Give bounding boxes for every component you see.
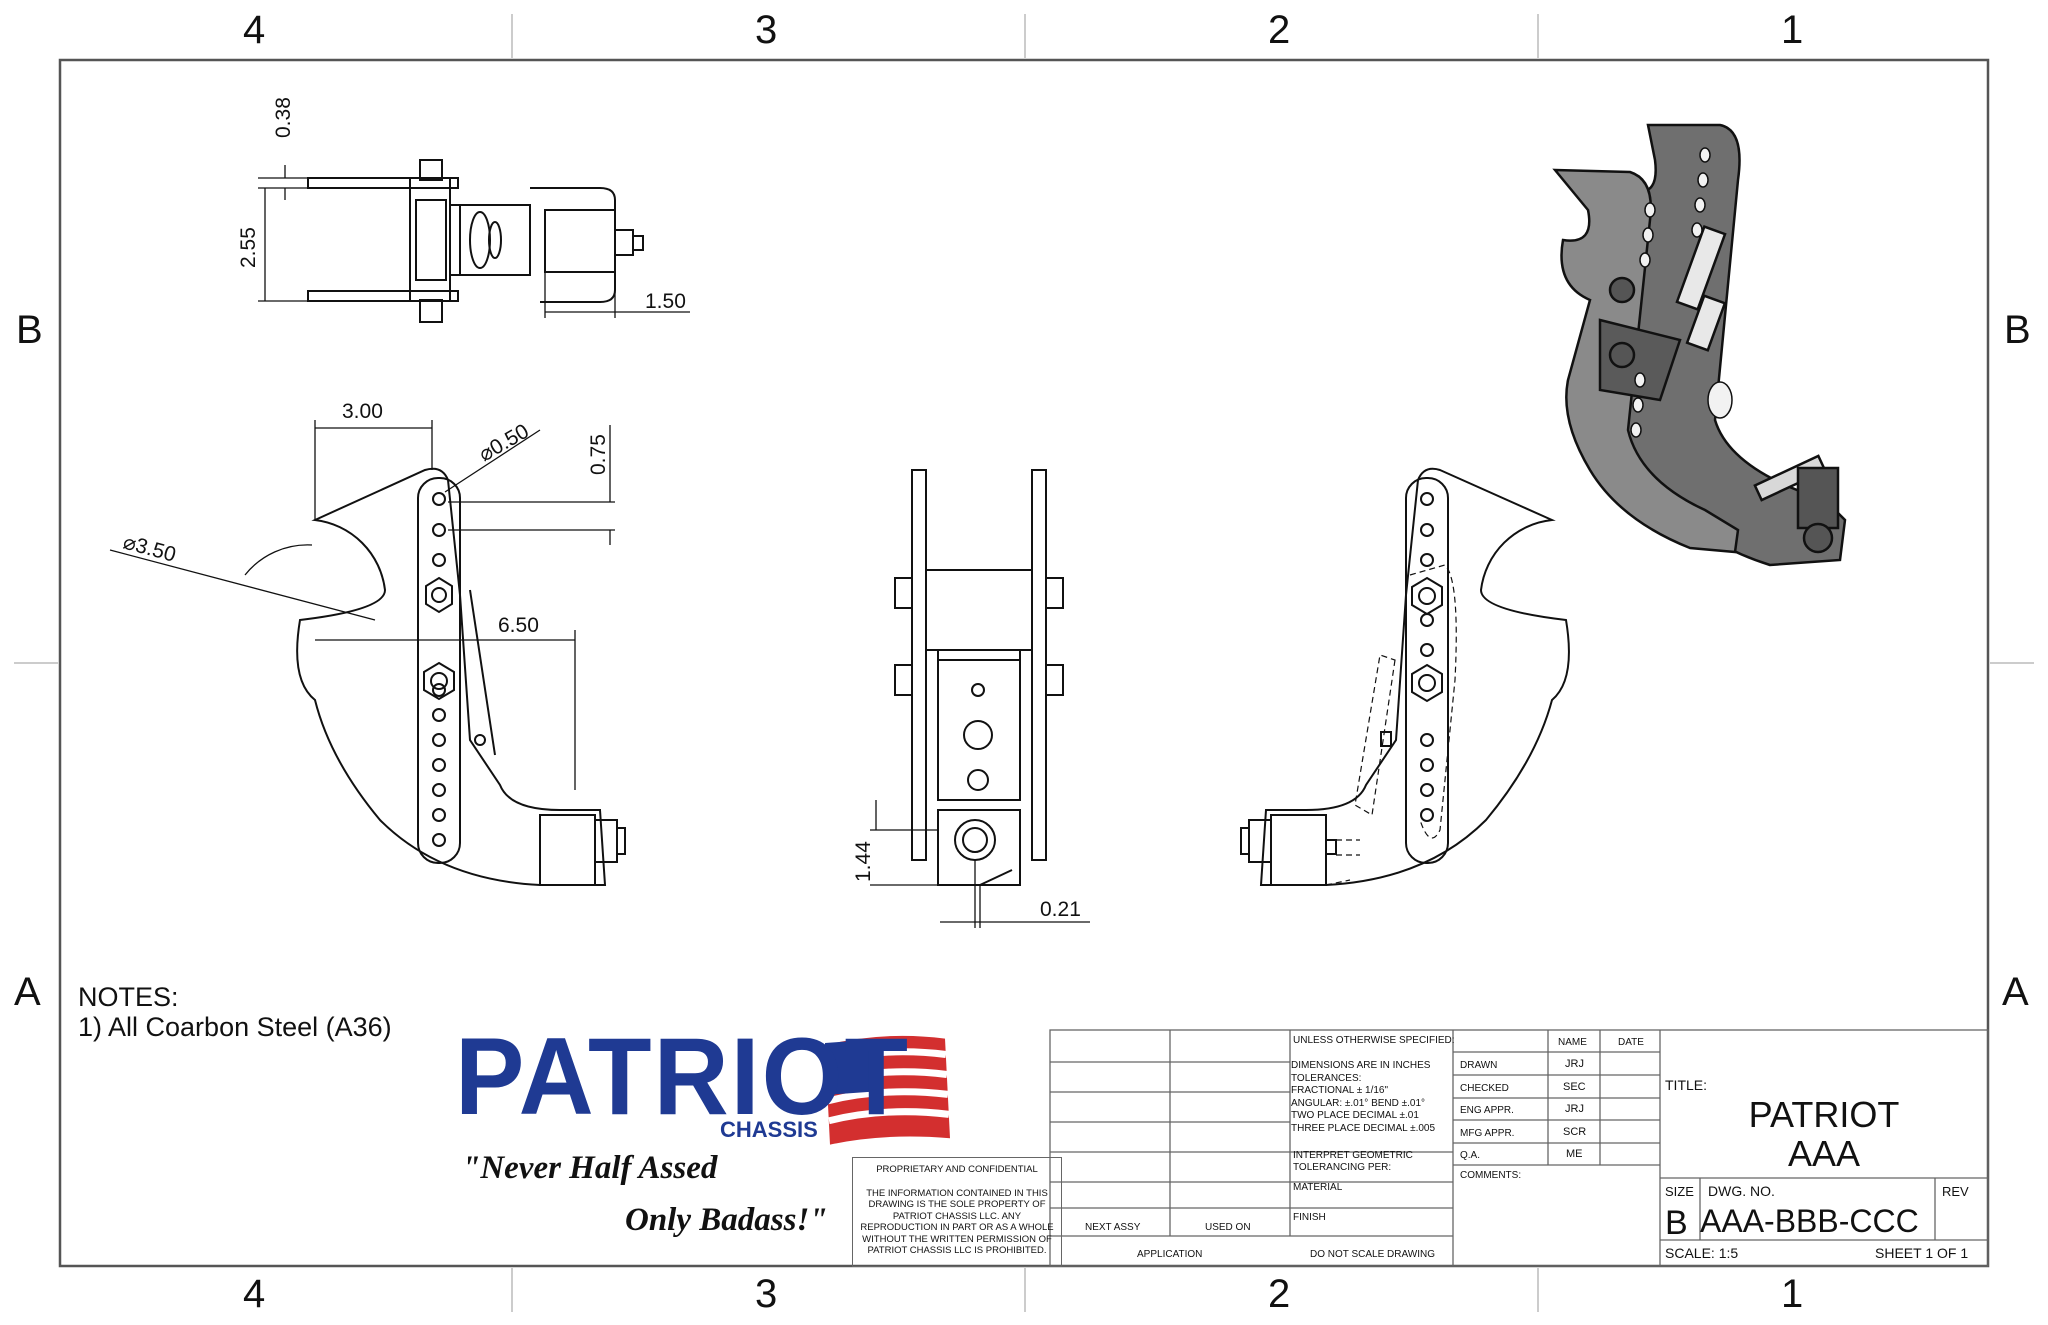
side-view-right: [1240, 467, 1570, 886]
dim-dia-3-50: ⌀3.50: [121, 531, 179, 567]
notes-heading: NOTES:: [78, 982, 179, 1012]
tb-finish: FINISH: [1293, 1212, 1326, 1223]
tb-row-name-eng: JRJ: [1565, 1103, 1584, 1115]
tb-next-assy: NEXT ASSY: [1085, 1222, 1141, 1233]
tb-title-line2: AAA: [1788, 1133, 1860, 1174]
tol-line-2: TOLERANCES:: [1291, 1072, 1362, 1084]
tolerances: DIMENSIONS ARE IN INCHES TOLERANCES: FRA…: [1291, 1060, 1435, 1135]
tol-line-3: FRACTIONAL ± 1/16": [1291, 1085, 1389, 1096]
tb-interpret-1: INTERPRET GEOMETRIC: [1293, 1150, 1413, 1161]
dim-0-38: 0.38: [272, 97, 295, 138]
dim-0-75: 0.75: [587, 434, 610, 475]
tb-row-name-drawn: JRJ: [1565, 1058, 1584, 1070]
dim-dia-0-50: ⌀0.50: [475, 420, 533, 467]
front-view-dim-lines: [870, 800, 1090, 928]
tb-row-label-checked: CHECKED: [1460, 1083, 1509, 1094]
logo-sub: CHASSIS: [720, 1117, 818, 1142]
tb-scale: SCALE: 1:5: [1665, 1245, 1738, 1261]
tb-row-name-checked: SEC: [1563, 1081, 1586, 1093]
tb-sheet: SHEET 1 OF 1: [1875, 1245, 1968, 1261]
dim-2-55: 2.55: [237, 227, 260, 268]
dim-3-00: 3.00: [342, 400, 383, 423]
zone-top-2: 2: [1268, 8, 1291, 52]
tb-size-label: SIZE: [1665, 1184, 1694, 1199]
zone-right-a: A: [2002, 970, 2029, 1014]
zone-bottom-1: 1: [1781, 1272, 1804, 1316]
tb-unless: UNLESS OTHERWISE SPECIFIED:: [1293, 1035, 1455, 1046]
front-view: [894, 469, 1064, 886]
tol-line-1: DIMENSIONS ARE IN INCHES: [1291, 1060, 1431, 1071]
slogan-line-2: Only Badass!": [625, 1202, 828, 1238]
tb-row-label-drawn: DRAWN: [1460, 1060, 1497, 1071]
side-view-dim-lines: [109, 420, 615, 790]
top-view: [307, 159, 644, 323]
tb-row-label-mfg: MFG APPR.: [1460, 1128, 1514, 1139]
zone-right-b: B: [2004, 308, 2031, 352]
proprietary-heading: PROPRIETARY AND CONFIDENTIAL: [876, 1164, 1038, 1175]
tb-date-header: DATE: [1618, 1037, 1644, 1048]
zone-dividers: [14, 14, 2034, 1312]
isometric-view: [1552, 123, 1847, 567]
tb-row-label-eng: ENG APPR.: [1460, 1105, 1514, 1116]
side-view-left: [296, 467, 626, 886]
tb-name-header: NAME: [1558, 1037, 1587, 1048]
zone-left-b: B: [16, 308, 43, 352]
zone-bottom-2: 2: [1268, 1272, 1291, 1316]
tb-rev-label: REV: [1942, 1184, 1969, 1199]
tol-line-6: THREE PLACE DECIMAL ±.005: [1291, 1122, 1436, 1134]
tol-line-4: ANGULAR: ±.01° BEND ±.01°: [1291, 1097, 1426, 1109]
logo-name: PATRIOT: [455, 1016, 910, 1138]
tb-do-not-scale: DO NOT SCALE DRAWING: [1310, 1249, 1435, 1260]
tol-line-5: TWO PLACE DECIMAL ±.01: [1291, 1110, 1419, 1121]
tb-title-line1: PATRIOT: [1749, 1094, 1900, 1135]
tb-used-on: USED ON: [1205, 1222, 1251, 1233]
tb-dwg-no: AAA-BBB-CCC: [1700, 1203, 1919, 1239]
tb-interpret-2: TOLERANCING PER:: [1293, 1162, 1391, 1173]
top-view-dim-lines: [258, 165, 690, 318]
tb-title-label: TITLE:: [1665, 1077, 1707, 1093]
dim-0-21: 0.21: [1040, 898, 1081, 921]
tb-material: MATERIAL: [1293, 1182, 1343, 1193]
tb-size: B: [1665, 1204, 1688, 1242]
tb-comments: COMMENTS:: [1460, 1170, 1521, 1181]
zone-top-4: 4: [243, 8, 266, 52]
dim-6-50: 6.50: [498, 614, 539, 637]
zone-bottom-4: 4: [243, 1272, 266, 1316]
proprietary-body: THE INFORMATION CONTAINED IN THIS DRAWIN…: [860, 1187, 1054, 1257]
tb-row-name-qa: ME: [1566, 1148, 1583, 1160]
notes: NOTES: 1) All Coarbon Steel (A36): [78, 982, 392, 1042]
proprietary-notice: PROPRIETARY AND CONFIDENTIAL THE INFORMA…: [852, 1157, 1062, 1267]
tb-application: APPLICATION: [1137, 1249, 1202, 1260]
tb-row-name-mfg: SCR: [1563, 1126, 1586, 1138]
isometric-holes: [1630, 147, 1733, 438]
title-block-grid: [1049, 1029, 1989, 1267]
flag-graphic: [825, 1035, 950, 1145]
zone-bottom-3: 3: [755, 1272, 778, 1316]
dim-1-44: 1.44: [852, 841, 875, 882]
dim-1-50: 1.50: [645, 290, 686, 313]
patriot-logo: PATRIOT CHASSIS: [455, 1016, 910, 1142]
zone-left-a: A: [14, 970, 41, 1014]
notes-item-1: 1) All Coarbon Steel (A36): [78, 1012, 392, 1042]
zone-top-1: 1: [1781, 8, 1804, 52]
slogan-line-1: "Never Half Assed: [462, 1150, 718, 1186]
zone-top-3: 3: [755, 8, 778, 52]
tb-row-label-qa: Q.A.: [1460, 1150, 1480, 1161]
tb-dwg-label: DWG. NO.: [1708, 1183, 1775, 1199]
side-view-right-hidden: [1325, 564, 1457, 886]
